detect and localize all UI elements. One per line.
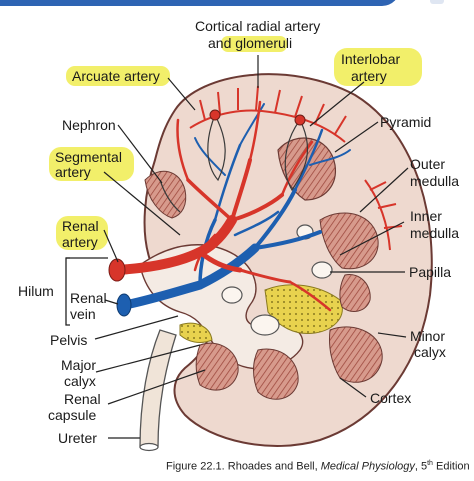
label-cortex: Cortex [370, 390, 411, 406]
diagram-labels: Cortical radial artery and glomeruli Int… [18, 18, 459, 446]
caption-book-title: Medical Physiology [320, 460, 415, 473]
label-glomeruli: and glomeruli [208, 35, 292, 51]
label-major-calyx-1: Major [61, 357, 96, 373]
label-interlobar-artery-1: Interlobar [341, 51, 400, 67]
label-renal-capsule-2: capsule [48, 407, 96, 423]
label-renal-artery-2: artery [62, 234, 98, 250]
venous-tree [120, 103, 351, 310]
figure-caption: Figure 22.1. Rhoades and Bell, Medical P… [166, 460, 470, 473]
label-renal-artery-1: Renal [62, 218, 99, 234]
label-papilla: Papilla [409, 264, 451, 280]
label-inner-medulla-1: Inner [410, 208, 442, 224]
leader-lines [94, 55, 409, 439]
label-renal-vein-1: Renal [70, 290, 107, 306]
renal-artery-opening [108, 258, 126, 282]
fat-tissue [264, 284, 343, 335]
blue-header-band [0, 0, 400, 6]
label-interlobar-artery-2: artery [351, 68, 387, 84]
arterial-tree [112, 100, 332, 312]
slide-top-bar [0, 0, 474, 8]
label-pelvis: Pelvis [50, 332, 87, 348]
label-pyramid: Pyramid [380, 114, 431, 130]
caption-edition-number: , 5 [414, 460, 428, 473]
nephrons [159, 114, 309, 213]
label-minor-calyx-2: calyx [414, 344, 446, 360]
label-nephron: Nephron [62, 117, 116, 133]
ureter-tube [139, 329, 177, 448]
pyramids [144, 137, 383, 400]
label-ureter: Ureter [58, 430, 97, 446]
label-inner-medulla-2: medulla [410, 225, 459, 241]
label-renal-vein-2: vein [70, 306, 96, 322]
label-major-calyx-2: calyx [64, 373, 96, 389]
label-minor-calyx-1: Minor [410, 328, 445, 344]
caption-edition-word: Edition [432, 460, 470, 473]
corner-tab [430, 0, 444, 4]
label-hilum: Hilum [18, 283, 54, 299]
label-renal-capsule-1: Renal [64, 391, 101, 407]
label-outer-medulla-1: Outer [410, 156, 445, 172]
caption-edition-suffix: th [427, 460, 433, 467]
label-cortical-radial-artery: Cortical radial artery [195, 18, 320, 34]
label-arcuate-artery: Arcuate artery [72, 68, 160, 84]
label-segmental-artery-2: artery [55, 164, 91, 180]
label-segmental-artery-1: Segmental [55, 149, 122, 165]
label-highlights [49, 36, 422, 250]
renal-vein-opening [116, 293, 132, 317]
arcuate-arteries [189, 85, 403, 251]
caption-prefix: Figure 22.1. Rhoades and Bell, [166, 460, 321, 473]
label-outer-medulla-2: medulla [410, 173, 459, 189]
